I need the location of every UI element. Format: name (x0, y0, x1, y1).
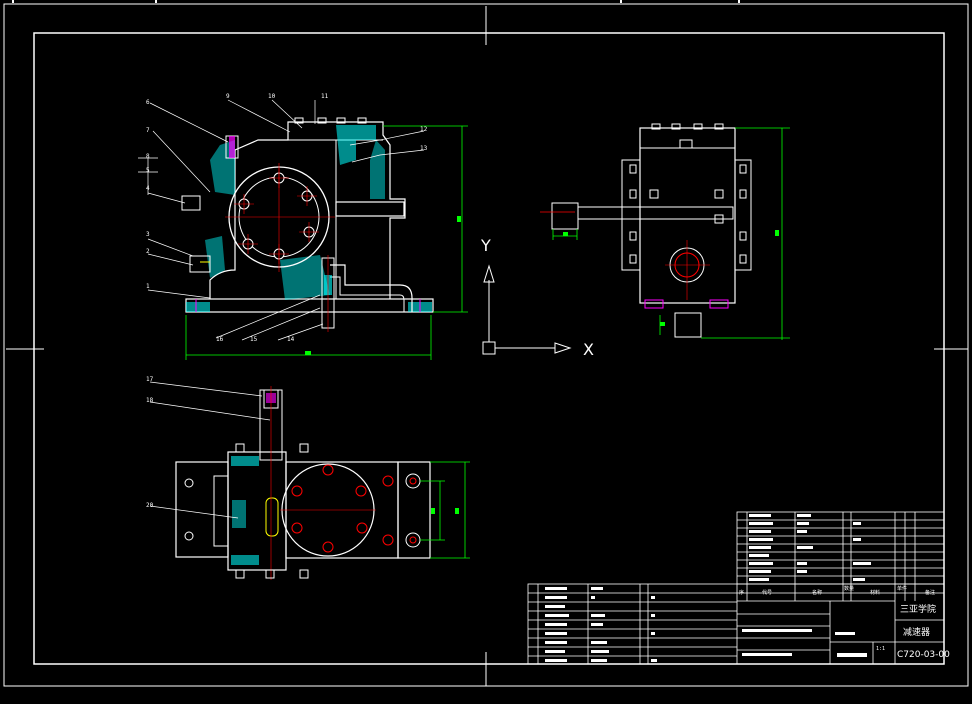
label-16: 16 (216, 336, 224, 343)
label-15: 15 (250, 336, 258, 343)
parts-list-upper-text (749, 514, 871, 581)
school-name: 三亚学院 (900, 603, 936, 615)
col-qty: 数量 (844, 585, 854, 592)
col-material: 材料 (870, 589, 880, 596)
top-view[interactable]: 17 18 20 (146, 376, 470, 580)
viewport-tick-marks (12, 0, 740, 3)
scale-value: 1:1 (876, 646, 885, 652)
label-2: 2 (146, 248, 150, 255)
label-11: 11 (321, 93, 329, 100)
label-17: 17 (146, 376, 154, 383)
label-13: 13 (420, 145, 428, 152)
label-18: 18 (146, 397, 154, 404)
drawing-number: C720-03-00 (897, 650, 950, 660)
col-remark: 备注 (925, 589, 935, 596)
label-14: 14 (287, 336, 295, 343)
label-1: 1 (146, 283, 150, 290)
label-9: 9 (226, 93, 230, 100)
label-12: 12 (420, 126, 428, 133)
label-20: 20 (146, 502, 154, 509)
assembly-name: 减速器 (903, 626, 930, 638)
col-unit: 单件 (897, 585, 907, 592)
label-6: 6 (146, 99, 150, 106)
col-code: 代号 (762, 589, 772, 596)
front-view[interactable]: 6 7 8 5 4 3 2 1 9 10 11 12 13 16 15 14 (138, 93, 468, 360)
ucs-y-label: Y (480, 236, 491, 255)
parts-list-upper (736, 511, 945, 585)
col-name: 名称 (812, 589, 822, 596)
side-view[interactable] (540, 123, 790, 340)
title-block-grid (527, 583, 945, 665)
label-7: 7 (146, 127, 150, 134)
title-block-left-text (545, 587, 867, 662)
label-10: 10 (268, 93, 276, 100)
label-4: 4 (146, 185, 150, 192)
ucs-icon (482, 264, 572, 355)
centering-marks (6, 6, 968, 686)
ucs-x-label: X (583, 340, 594, 359)
inner-frame (33, 32, 945, 665)
label-3: 3 (146, 231, 150, 238)
col-seq: 序 (739, 589, 744, 596)
label-5: 5 (146, 167, 150, 174)
label-8: 8 (146, 153, 150, 160)
